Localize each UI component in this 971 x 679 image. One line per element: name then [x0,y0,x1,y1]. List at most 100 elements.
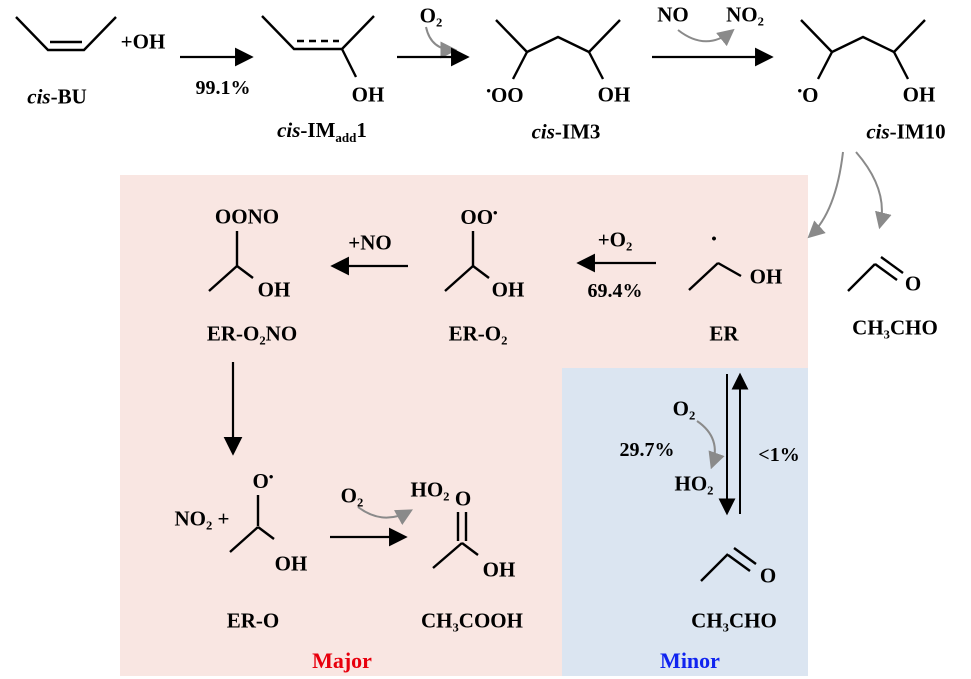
ero2-oh-bond [472,265,490,279]
byproduct-no2-plus: NO₂ + [174,506,230,531]
label-ero2: ER-O₂ [448,321,508,346]
minor-pathway-box [562,368,808,676]
label-ero2no: ER-O₂NO [206,321,298,346]
label-text: OO [460,205,494,229]
ch3cooh-methyl-bond [432,542,463,569]
label-cis-bu: cis-BU [27,84,87,109]
ch3cho-minor-methyl-bond [700,553,729,582]
radical-dot: • [797,83,803,98]
label-cis-imadd1: cis-IMadd1 [277,117,367,146]
structure-ero-oh: OH [274,551,308,576]
structure-ch3cooh-carbonyl-o: O [454,486,472,511]
cis-bu-backbone [15,16,117,52]
radical-dot: • [486,83,491,98]
cis-italic: cis [531,119,555,144]
structure-ero2-oh: OH [491,277,525,302]
label-ero: ER-O [226,608,280,633]
cis-italic: cis [277,117,301,142]
label-cis-im3: cis-IM3 [531,119,601,144]
structure-ero2no-oono: OONO [214,204,280,229]
major-tag: Major [312,648,372,673]
ero2-methyl-bond [444,265,474,292]
no-to-no2-curved-arrow [677,28,735,47]
ch3cho-right-co-bond-1 [874,263,898,281]
cis-bu-structure [15,16,117,52]
imadd1-oh-bond [340,48,358,78]
ero2no-oh-bond [236,265,254,279]
imadd1-backbone [261,15,375,51]
ero2-structure [444,231,490,292]
structure-ero2no-oh: OH [257,277,291,302]
structure-ero-alkoxy: O• [253,470,274,492]
ch3cho-minor-co-bond-1 [727,554,751,572]
im3-oo-bond [511,51,529,80]
ch3cho-right-methyl-bond [847,263,876,292]
o2-addition-curved-arrow [425,26,458,59]
im10-o-bond [816,51,834,80]
label-text: 1 [356,117,367,142]
label-subscript: add [335,130,357,146]
er-radical-dot: • [711,231,717,248]
radical-dot: • [493,205,498,220]
ch3cho-minor-co-bond-2 [733,547,757,565]
product-ho2-major: HO₂ [410,477,450,502]
label-ch3cho-right: CH₃CHO [852,315,938,340]
im10-backbone [800,19,926,54]
radical-dot: • [268,469,274,484]
branching-ratio-lt1: <1% [758,444,800,466]
label-er: ER [709,321,739,346]
reagent-plus-o2: +O₂ [597,227,633,252]
label-text: OO [490,83,524,107]
reagent-plus-no: +NO [348,230,392,255]
cis-im10-structure [800,19,926,80]
label-text: O [802,83,819,107]
im3-oh-bond [587,51,605,80]
ch3cho-right-co-bond-2 [880,256,904,274]
label-text: -IM10 [889,119,946,144]
structure-ero2-peroxy: OO• [460,206,497,228]
branching-ratio-69-4: 69.4% [587,280,643,302]
reagent-o2-major: O₂ [340,483,364,508]
structure-im10-oh: OH [902,82,936,107]
ch3cooh-structure [432,512,479,569]
reagent-no: NO [657,2,689,27]
reagent-o2-top: O₂ [419,3,443,28]
im3-backbone [495,19,621,54]
label-text: -IM3 [554,119,601,144]
branching-ratio-29-7: 29.7% [619,439,675,461]
structure-im3-peroxy: •OO [486,84,523,106]
ero2no-methyl-bond [208,265,238,292]
ero2no-structure [208,231,254,292]
reagent-o2-minor: O₂ [672,396,696,421]
structure-er-oh: OH [749,264,783,289]
structure-ch3cho-right-o: O [904,271,922,296]
label-cis-im10: cis-IM10 [866,119,946,144]
label-ch3cho-minor: CH₃CHO [691,608,777,633]
structure-imadd1-oh: OH [351,82,385,107]
cis-italic: cis [27,84,51,109]
product-no2: NO₂ [726,2,764,27]
er-structure [688,261,742,291]
minor-tag: Minor [660,648,720,673]
label-text: O [252,469,269,493]
cis-imadd1-structure [261,15,375,78]
er-methyl-bond [688,262,719,291]
label-text: -IM [300,117,336,142]
structure-im3-oh: OH [597,82,631,107]
ch3cho-right-structure [847,256,904,292]
ch3cooh-oh-bond [461,542,479,556]
label-text: -BU [50,84,87,109]
ero-oh-bond [257,526,275,540]
label-ch3cooh: CH₃COOH [421,608,523,633]
ero-methyl-bond [229,526,259,553]
o2-to-ho2-curved-arrow-minor [696,420,725,470]
im10-to-er-curved-arrow [807,151,844,239]
branching-ratio-99-1: 99.1% [195,77,251,99]
cis-im3-structure [495,19,621,80]
reagent-plus-oh: +OH [120,29,166,54]
structure-ch3cho-minor-o: O [759,563,777,588]
im10-oh-bond [892,51,910,80]
structure-im10-alkoxy: •O [798,84,819,106]
